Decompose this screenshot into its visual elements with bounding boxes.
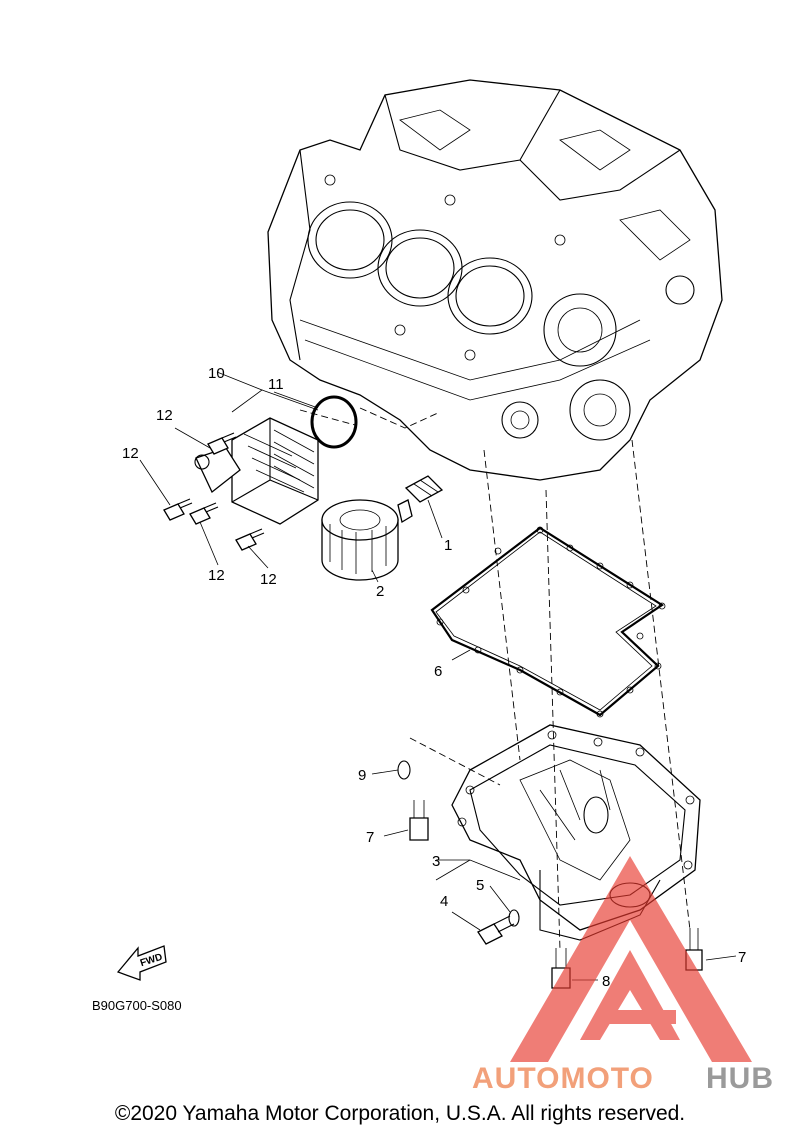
- gasket-bolt-holes: [436, 526, 666, 718]
- oil-filter-illustration: [321, 499, 413, 581]
- callout-12-left: 12: [122, 445, 139, 462]
- oil-cooler-illustration: [194, 417, 319, 525]
- callout-4: 4: [440, 893, 448, 910]
- callout-12-bottom-right: 12: [260, 571, 277, 588]
- alignment-lines: [299, 407, 691, 951]
- callout-9: 9: [358, 767, 366, 784]
- diagram-reference-code: B90G700-S080: [92, 998, 182, 1013]
- watermark-word-hub: HUB: [706, 1062, 774, 1095]
- oil-pan-illustration: [451, 724, 701, 941]
- callout-12-top: 12: [156, 407, 173, 424]
- callout-5: 5: [476, 877, 484, 894]
- callout-2: 2: [376, 583, 384, 600]
- union-bolt-illustration: [404, 475, 444, 503]
- callout-8: 8: [602, 973, 610, 990]
- copyright-notice: ©2020 Yamaha Motor Corporation, U.S.A. A…: [114, 1102, 686, 1125]
- callout-6: 6: [434, 663, 442, 680]
- leader-lines: [139, 371, 737, 981]
- callout-10: 10: [208, 365, 225, 382]
- callout-12-bottom-left: 12: [208, 567, 225, 584]
- callout-7-left: 7: [366, 829, 374, 846]
- callout-1: 1: [444, 537, 452, 554]
- o-ring-illustration: [310, 395, 358, 449]
- watermark-word-automoto: AUTOMOTO: [472, 1062, 654, 1095]
- cooler-bolts-illustration: [163, 432, 265, 551]
- forward-direction-arrow: FWD: [116, 945, 167, 981]
- automotohub-watermark-logo: [510, 856, 752, 1062]
- callout-3: 3: [432, 853, 440, 870]
- drain-bolt-illustration: [477, 909, 520, 945]
- callout-7-right: 7: [738, 949, 746, 966]
- crankcase-illustration: [267, 79, 723, 481]
- callout-11: 11: [268, 376, 284, 393]
